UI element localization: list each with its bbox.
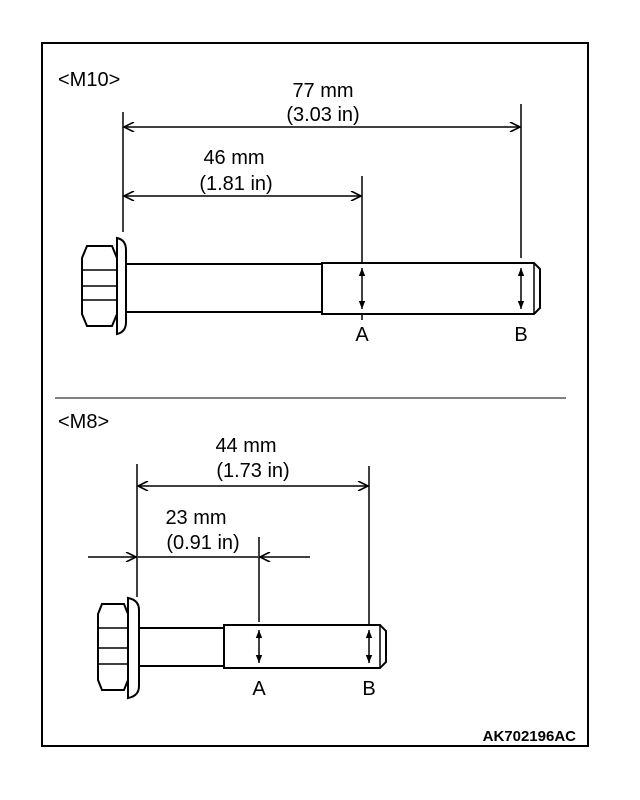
m10-point-b: B — [514, 324, 527, 346]
m8-total-mm: 44 mm — [215, 435, 276, 457]
figure-frame — [41, 42, 589, 747]
m8-bolt-head — [97, 603, 129, 691]
m8-partial-mm: 23 mm — [165, 507, 226, 529]
m10-point-a: A — [355, 324, 369, 346]
m10-title: <M10> — [58, 69, 120, 91]
m8-section: <M8> 44 mm (1.73 in) 23 mm (0.91 in) A — [58, 411, 387, 700]
m8-bolt-shank — [138, 627, 225, 667]
m10-total-in: (3.03 in) — [286, 104, 359, 126]
m8-bolt-thread — [223, 624, 387, 669]
m8-total-in: (1.73 in) — [216, 460, 289, 482]
m10-partial-in: (1.81 in) — [199, 173, 272, 195]
m10-section: <M10> 77 mm (3.03 in) 46 mm (1.81 in) A … — [58, 69, 541, 346]
figure-code: AK702196AC — [483, 728, 577, 745]
m10-bolt-flange — [116, 236, 127, 336]
m10-partial-mm: 46 mm — [203, 147, 264, 169]
m8-point-b: B — [362, 678, 375, 700]
m8-bolt-flange — [127, 596, 140, 700]
m10-total-mm: 77 mm — [292, 80, 353, 102]
m10-bolt-shank — [125, 263, 323, 313]
m8-partial-in: (0.91 in) — [166, 532, 239, 554]
m8-bolt — [97, 596, 387, 700]
m10-bolt-thread — [321, 262, 541, 315]
m10-bolt — [81, 236, 541, 336]
m8-title: <M8> — [58, 411, 109, 433]
m8-point-a: A — [252, 678, 266, 700]
